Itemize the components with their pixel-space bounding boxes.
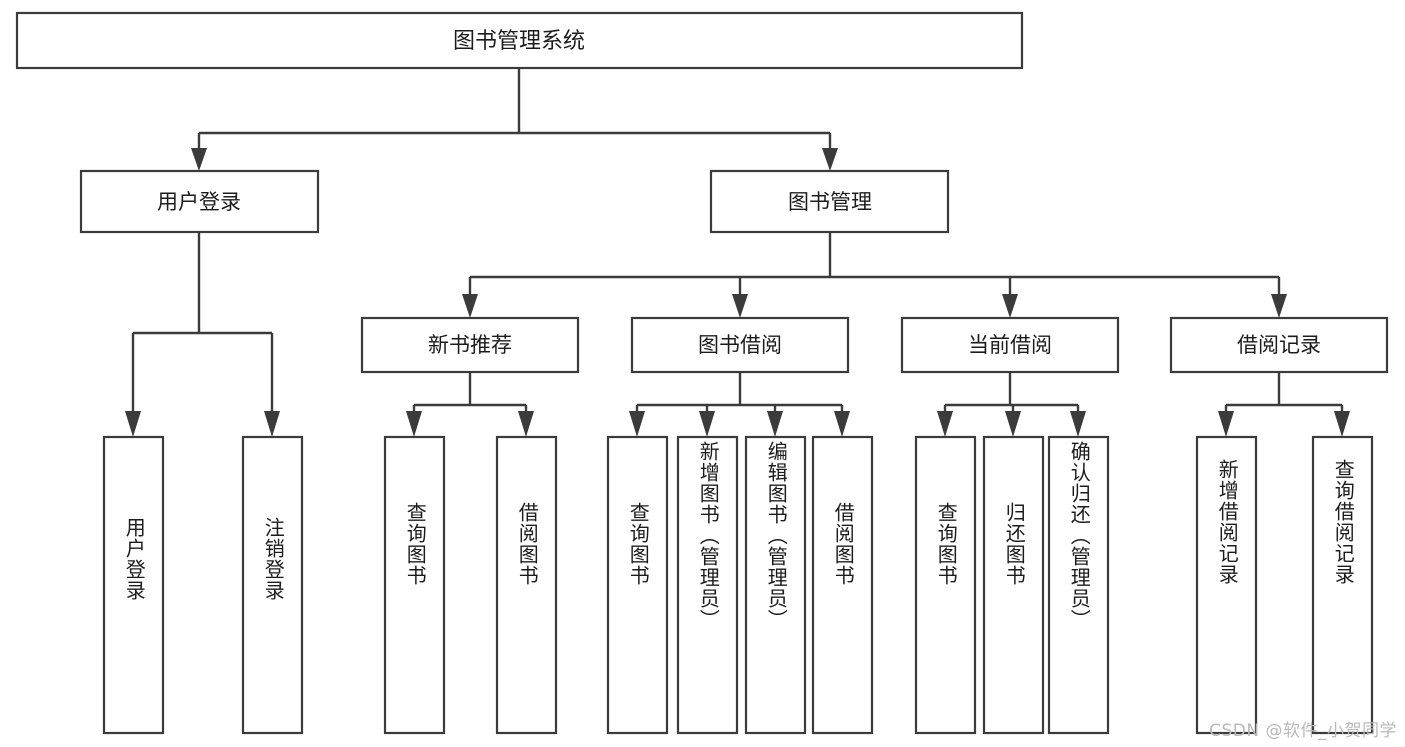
arrowhead-br-leaf-2 bbox=[1334, 411, 1350, 437]
arrowhead-book-manage bbox=[822, 148, 838, 171]
arrowhead-nb-leaf-2 bbox=[518, 411, 534, 437]
arrowhead-bb-leaf-2 bbox=[699, 411, 715, 437]
leaf-box-current-borrow-1[interactable] bbox=[982, 435, 1045, 735]
leaf-box-new-book-1[interactable] bbox=[495, 435, 558, 735]
node-label-new-book-recommend: 新书推荐 bbox=[428, 333, 512, 357]
node-box-borrow-record[interactable] bbox=[1169, 316, 1389, 374]
leaf-box-user-login-1[interactable] bbox=[241, 435, 304, 735]
connector-group-borrow-record bbox=[1218, 372, 1350, 437]
leaf-box-borrow-record-1[interactable] bbox=[1311, 435, 1374, 735]
leaf-box-current-borrow-0[interactable] bbox=[914, 435, 977, 735]
node-box-current-borrow[interactable] bbox=[900, 316, 1120, 374]
connector-group-current-borrow bbox=[937, 372, 1086, 437]
node-label-book-manage: 图书管理 bbox=[788, 190, 872, 214]
arrowhead-cb-leaf-2 bbox=[1005, 411, 1021, 437]
connector-group-book-borrow bbox=[629, 372, 850, 437]
node-label-book-borrow: 图书借阅 bbox=[698, 333, 782, 357]
connector-group-book-manage bbox=[462, 232, 1287, 318]
arrowhead-bb-leaf-1 bbox=[629, 411, 645, 437]
node-label-current-borrow: 当前借阅 bbox=[968, 333, 1052, 357]
node-box-new-book-recommend[interactable] bbox=[360, 316, 580, 374]
arrowhead-bb-leaf-4 bbox=[834, 411, 850, 437]
arrowhead-nb-leaf-1 bbox=[406, 411, 422, 437]
node-label-user-login: 用户登录 bbox=[157, 190, 241, 214]
leaf-box-user-login-0[interactable] bbox=[102, 435, 165, 735]
arrowhead-current-borrow bbox=[1002, 294, 1018, 318]
node-label-root: 图书管理系统 bbox=[453, 29, 585, 54]
arrowhead-user-login bbox=[191, 148, 207, 171]
leaf-box-book-borrow-1[interactable] bbox=[676, 435, 739, 735]
node-label-borrow-record: 借阅记录 bbox=[1237, 333, 1321, 357]
arrowhead-br-leaf-1 bbox=[1218, 411, 1234, 437]
arrowhead-new-book bbox=[462, 294, 478, 318]
arrowhead-book-borrow bbox=[732, 294, 748, 318]
leaf-box-borrow-record-0[interactable] bbox=[1195, 435, 1258, 735]
connector-group-new-book bbox=[406, 372, 534, 437]
node-box-book-borrow[interactable] bbox=[630, 316, 850, 374]
leaf-box-book-borrow-3[interactable] bbox=[811, 435, 874, 735]
leaf-box-book-borrow-2[interactable] bbox=[744, 435, 807, 735]
arrowhead-leaf-logout bbox=[264, 411, 280, 437]
arrowhead-bb-leaf-3 bbox=[767, 411, 783, 437]
leaf-box-new-book-0[interactable] bbox=[383, 435, 446, 735]
node-box-root[interactable] bbox=[15, 11, 1024, 70]
connector-group-user-login bbox=[125, 232, 280, 437]
arrowhead-leaf-user-login bbox=[125, 411, 141, 437]
node-box-user-login[interactable] bbox=[79, 169, 320, 234]
node-box-book-manage[interactable] bbox=[709, 169, 950, 234]
leaf-box-current-borrow-2[interactable] bbox=[1047, 435, 1110, 735]
connector-group-root bbox=[191, 68, 838, 171]
arrowhead-cb-leaf-1 bbox=[937, 411, 953, 437]
arrowhead-borrow-record bbox=[1271, 294, 1287, 318]
watermark-text: CSDN @软件_小贺同学 bbox=[1209, 721, 1397, 741]
arrowhead-cb-leaf-3 bbox=[1070, 411, 1086, 437]
leaf-box-book-borrow-0[interactable] bbox=[606, 435, 669, 735]
